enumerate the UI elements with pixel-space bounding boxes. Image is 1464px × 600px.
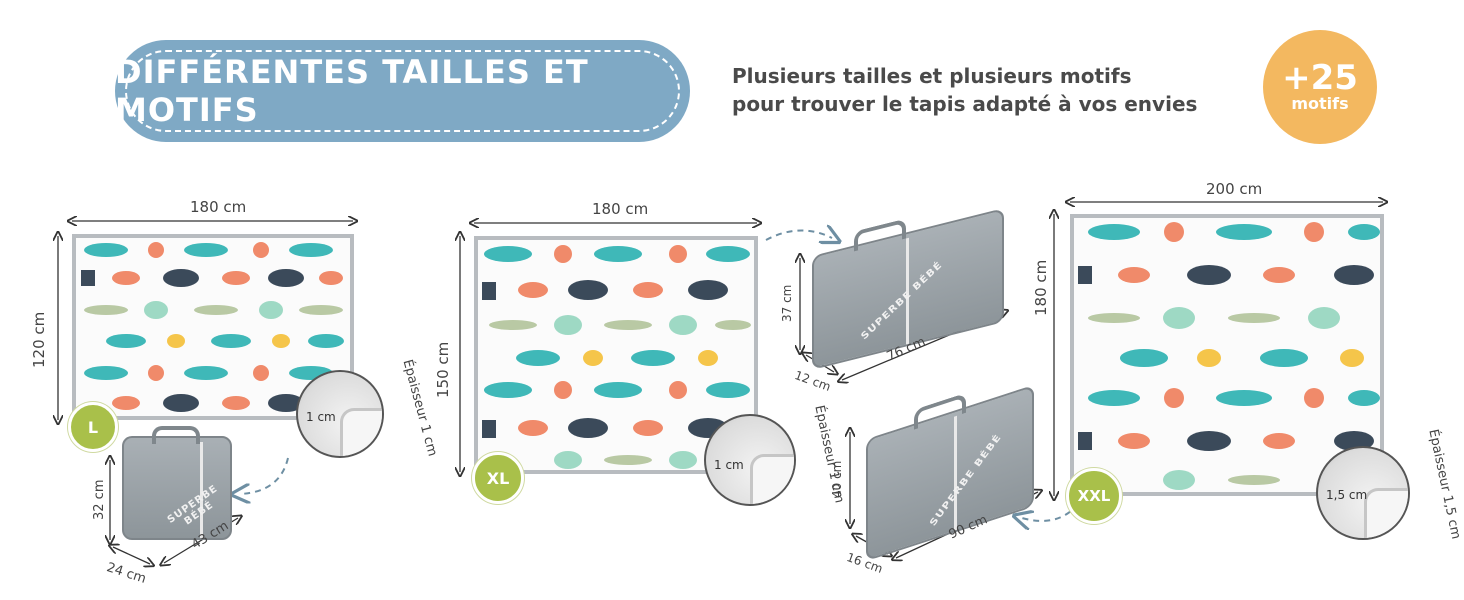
- thickness-zoom-label: 1 cm: [306, 410, 336, 424]
- fish-row-4: [516, 350, 718, 366]
- mat-l-width: 180 cm: [190, 198, 247, 216]
- bag-xxl-height: 40 cm: [830, 460, 844, 498]
- fish-row-4: [1120, 349, 1364, 367]
- tagline-line-2: pour trouver le tapis adapté à vos envie…: [732, 92, 1198, 116]
- bag-handle: [152, 426, 200, 444]
- mat-corner: [340, 408, 382, 456]
- mat-corner: [1364, 488, 1408, 538]
- tagline-line-1: Plusieurs tailles et plusieurs motifs: [732, 64, 1132, 88]
- size-badge-xl: XL: [472, 452, 524, 504]
- thickness-zoom-xxl: 1,5 cm: [1316, 446, 1410, 540]
- fish-row-2: [81, 269, 343, 287]
- mat-xxl-height: 180 cm: [1032, 259, 1050, 316]
- fish-row-3: [489, 315, 751, 335]
- fish-row-7: [554, 451, 697, 469]
- fish-row-5: [84, 365, 333, 381]
- fish-row-1: [84, 242, 333, 258]
- size-badge-xxl: XXL: [1066, 468, 1122, 524]
- bag-brand: SUPERBE BÉBÉ: [859, 259, 945, 343]
- title-banner-stitching: [125, 50, 680, 132]
- bag-brand: SUPERBE BÉBÉ: [928, 432, 1004, 528]
- size-badge-l: L: [68, 402, 118, 452]
- mat-xxl-width: 200 cm: [1206, 180, 1263, 198]
- fish-row-3: [84, 301, 343, 319]
- fish-row-6: [112, 394, 304, 412]
- mat-xxl: [1070, 214, 1384, 496]
- fish-row-1: [1088, 222, 1380, 242]
- fish-row-2: [482, 280, 728, 300]
- fish-row-6: [482, 418, 728, 438]
- title-banner: [115, 40, 690, 142]
- thickness-zoom-l: 1 cm: [296, 370, 384, 458]
- fish-row-1: [484, 245, 750, 263]
- mat-xl-height: 150 cm: [434, 341, 452, 398]
- fish-row-6: [1078, 431, 1374, 451]
- fish-pattern: [482, 245, 751, 469]
- fish-pattern: [1078, 222, 1380, 490]
- mat-l-height: 120 cm: [30, 311, 48, 368]
- thickness-zoom-xl: 1 cm: [704, 414, 796, 506]
- mat-corner: [750, 454, 794, 504]
- fish-row-2: [1078, 265, 1374, 285]
- badge-number: +25: [1282, 58, 1358, 98]
- patterns-count-badge: +25 motifs: [1263, 30, 1377, 144]
- thickness-zoom-label: 1 cm: [714, 458, 744, 472]
- storage-bag-l: SUPERBE BÉBÉ: [122, 426, 232, 540]
- fish-row-3: [1088, 307, 1340, 329]
- bag-l-height: 32 cm: [92, 479, 107, 521]
- page-title: DIFFÉRENTES TAILLES ET MOTIFS: [115, 53, 589, 129]
- bag-zipper: [200, 442, 203, 538]
- badge-text: motifs: [1291, 94, 1349, 113]
- tagline: Plusieurs tailles et plusieurs motifs po…: [732, 62, 1197, 118]
- mat-xl-width: 180 cm: [592, 200, 649, 218]
- fish-row-7: [1163, 470, 1280, 490]
- thickness-zoom-label: 1,5 cm: [1326, 488, 1368, 502]
- fish-pattern: [81, 242, 344, 412]
- fish-row-5: [1088, 388, 1380, 408]
- fish-row-5: [484, 381, 750, 399]
- fish-row-4: [106, 334, 344, 348]
- bag-xl-height: 37 cm: [780, 284, 794, 322]
- bag-zipper: [954, 415, 957, 531]
